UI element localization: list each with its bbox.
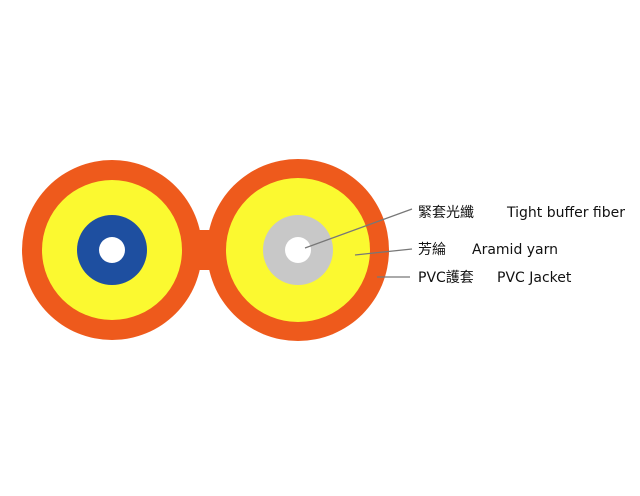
label-tight-buffer-en: Tight buffer fiber — [507, 205, 626, 221]
label-aramid-en: Aramid yarn — [472, 242, 559, 258]
label-aramid-zh: 芳綸 — [418, 242, 446, 258]
label-jacket-zh: PVC護套 — [418, 270, 474, 286]
leader-line-aramid — [354, 248, 413, 256]
leader-line-tight-buffer — [304, 208, 413, 249]
label-tight-buffer-zh: 緊套光纖 — [418, 205, 474, 221]
right-fiber-core — [285, 237, 311, 263]
left-fiber-core — [99, 237, 125, 263]
label-jacket-en: PVC Jacket — [497, 270, 572, 286]
